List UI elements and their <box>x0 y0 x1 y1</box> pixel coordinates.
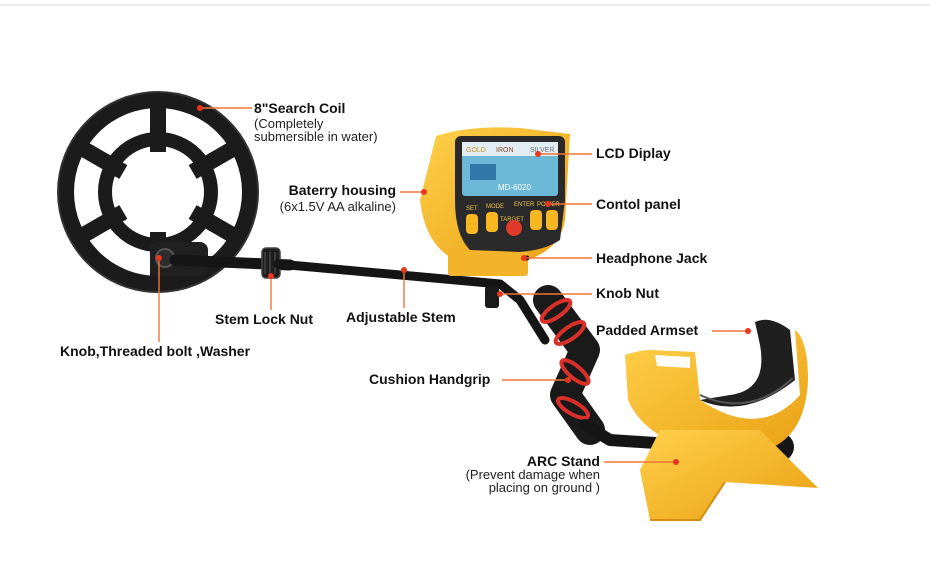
label-adjustable-stem: Adjustable Stem <box>346 309 456 325</box>
label-headphone-jack: Headphone Jack <box>596 250 708 266</box>
screen-word: GOLD <box>466 147 486 154</box>
label-lcd-display: LCD Diplay <box>596 145 671 161</box>
label-arc-stand-note-2: placing on ground ) <box>488 480 600 495</box>
label-padded-armset: Padded Armset <box>596 322 699 338</box>
control-box: GOLD SILVER IRON MD-6020 SET MODE ENTER … <box>420 127 570 276</box>
main-stem <box>273 259 550 345</box>
button-word: ENTER <box>514 202 535 208</box>
marker-dots <box>156 105 751 465</box>
top-divider <box>0 4 930 6</box>
search-coil <box>57 91 259 293</box>
label-cushion-handgrip: Cushion Handgrip <box>369 371 491 387</box>
padded-armset <box>625 319 808 455</box>
lower-stem <box>169 247 296 279</box>
label-stem-lock-nut: Stem Lock Nut <box>215 311 314 327</box>
screen-word: IRON <box>496 147 514 154</box>
cushion-handgrip <box>533 285 605 445</box>
label-battery-housing-title: Baterry housing <box>288 182 396 198</box>
model-text: MD-6020 <box>498 183 531 192</box>
label-arc-stand-note-1: (Prevent damage when <box>465 467 600 482</box>
label-knob-nut: Knob Nut <box>596 285 659 301</box>
arc-stand <box>640 430 818 521</box>
label-search-coil-note-1: (Completely <box>254 116 324 131</box>
label-arc-stand-title: ARC Stand <box>526 453 600 469</box>
button-word: SET <box>466 206 478 212</box>
label-search-coil-title: 8"Search Coil <box>254 100 346 116</box>
leader-lines <box>158 107 748 463</box>
screen-word: SILVER <box>530 147 554 154</box>
button-word: TARGET <box>500 217 524 223</box>
label-control-panel: Contol panel <box>596 196 681 212</box>
label-battery-housing-note: (6x1.5V AA alkaline) <box>279 199 396 214</box>
label-search-coil-note-2: submersible in water) <box>254 129 378 144</box>
label-knob-bolt-washer: Knob,Threaded bolt ,Washer <box>60 343 251 359</box>
button-word: MODE <box>486 204 504 210</box>
